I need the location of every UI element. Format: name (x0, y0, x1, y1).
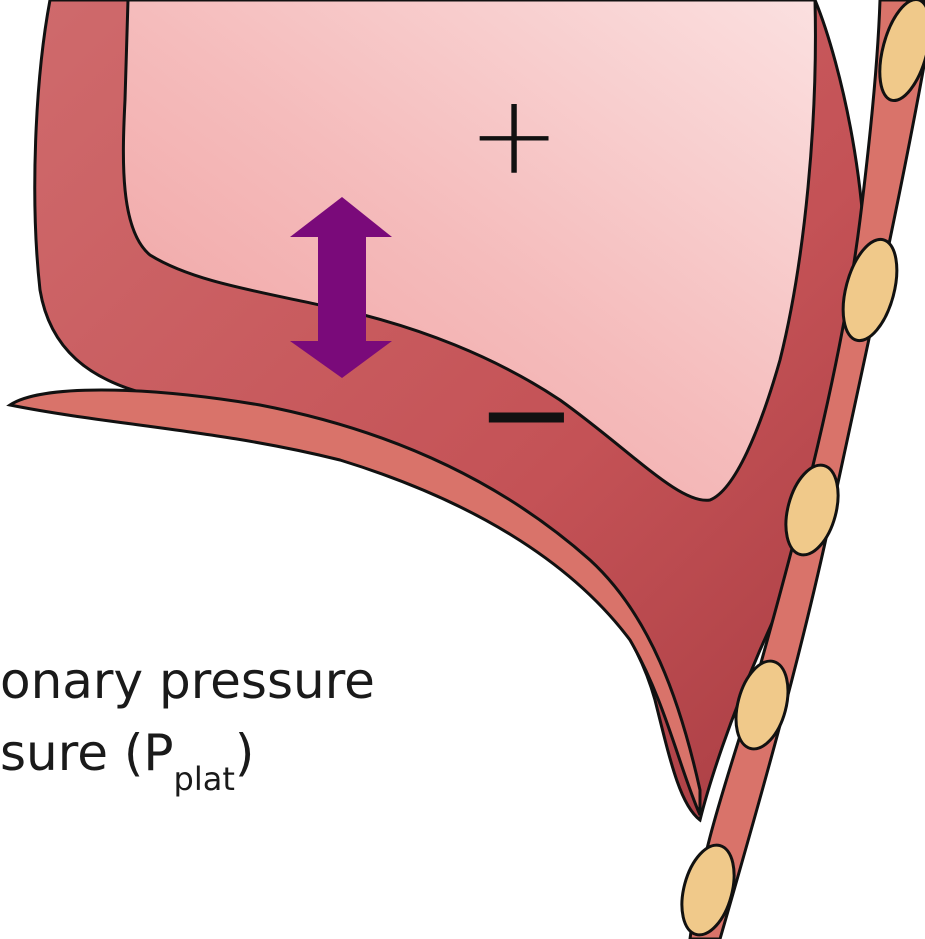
positive-pressure-sign: + (468, 80, 560, 190)
caption-line-2-prefix: sure (P (0, 724, 174, 782)
negative-pressure-sign: − (476, 355, 577, 475)
caption-line-2-suffix: ) (235, 724, 255, 782)
caption-line-1: onary pressure (0, 656, 375, 706)
caption-subscript: plat (174, 760, 235, 798)
caption-line-2: sure (Pplat) (0, 728, 254, 778)
